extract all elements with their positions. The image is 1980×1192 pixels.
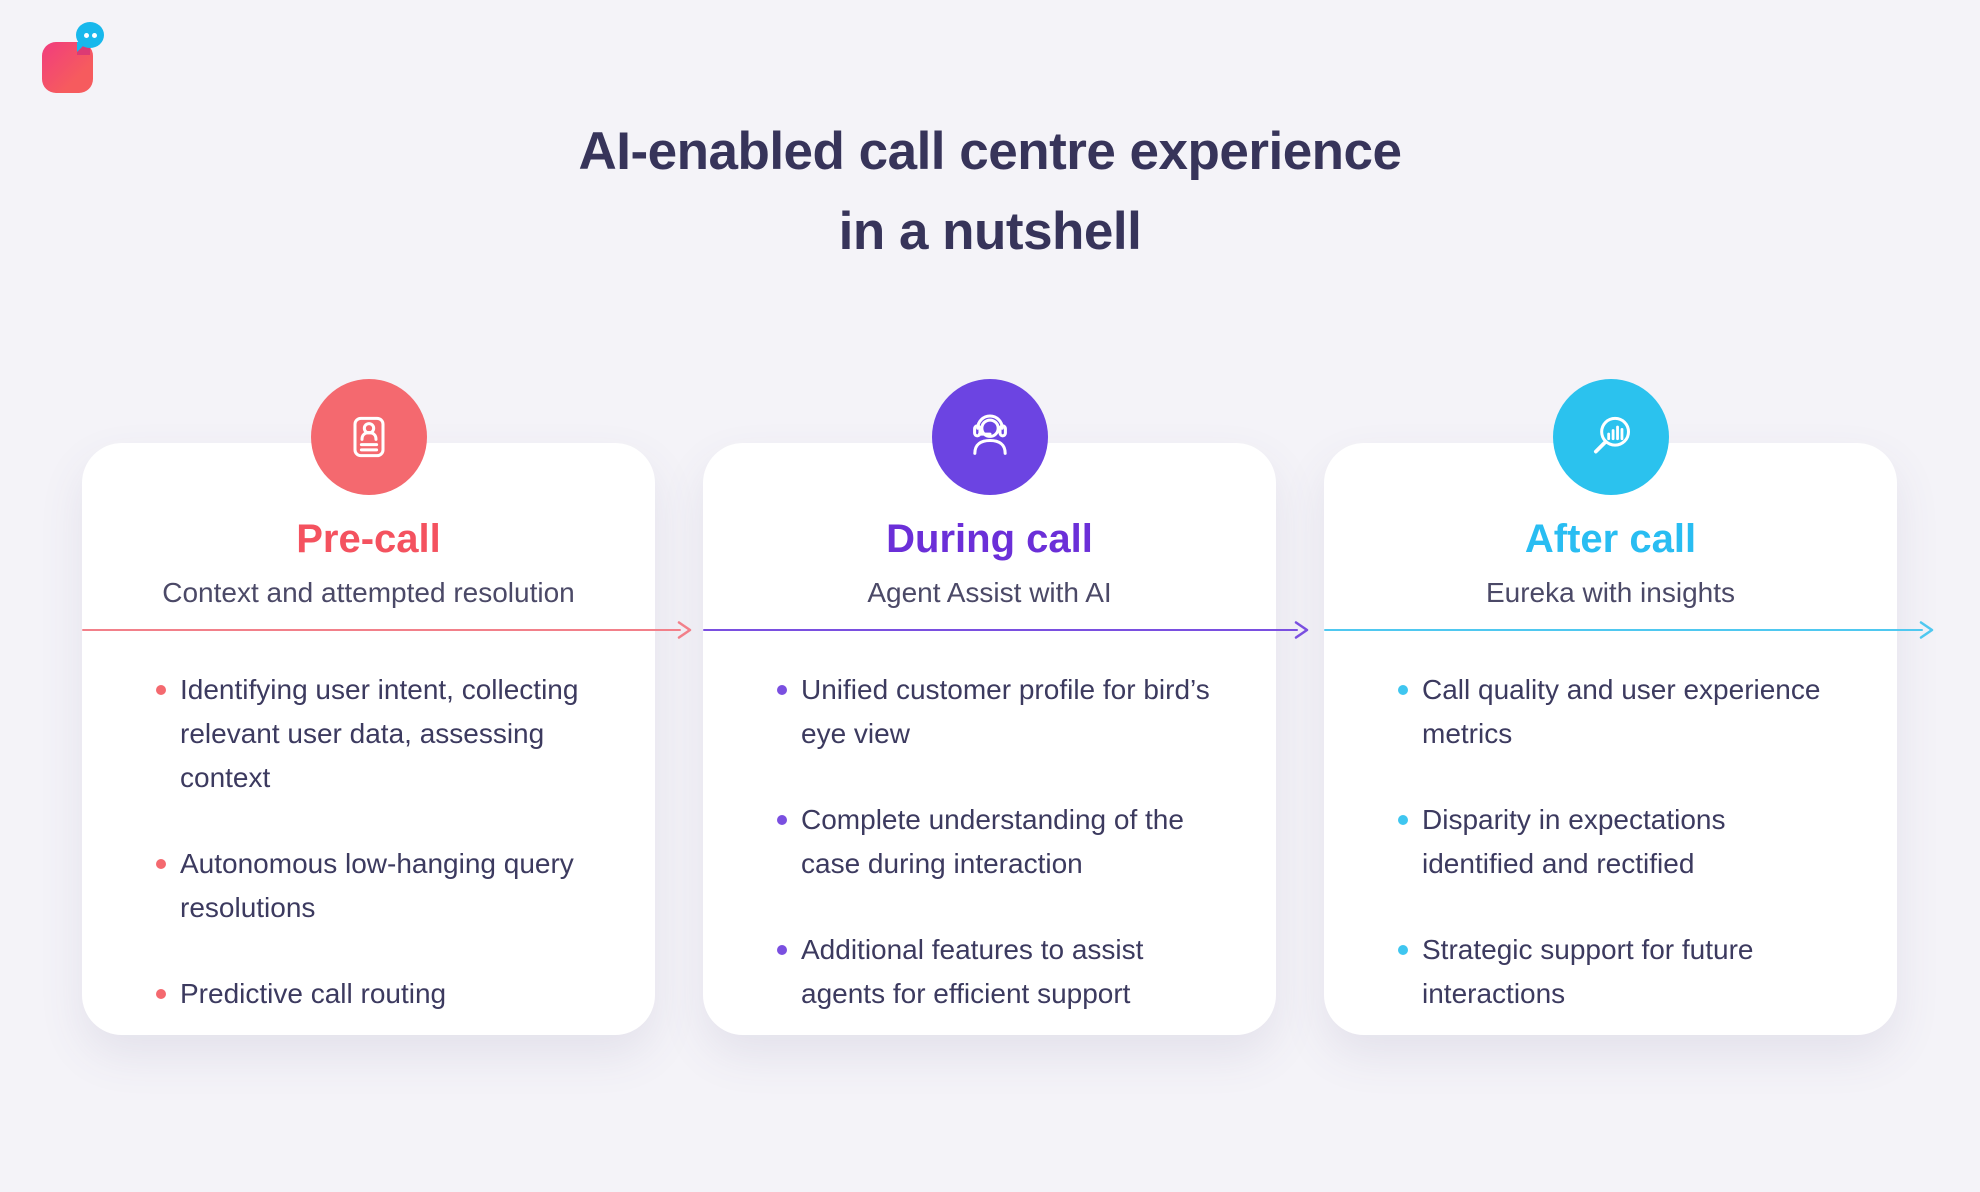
- card-pre-call: Pre-call Context and attempted resolutio…: [82, 379, 655, 1035]
- bullet-item: Predictive call routing: [156, 972, 635, 1016]
- stages-row: Pre-call Context and attempted resolutio…: [82, 379, 1934, 1035]
- bullet-item: Disparity in expectations identified and…: [1398, 798, 1877, 886]
- card-title: During call: [886, 517, 1093, 561]
- bullet-item: Additional features to assist agents for…: [777, 928, 1256, 1016]
- timeline-arrow-during-call: [703, 618, 1311, 642]
- bullet-item: Unified customer profile for bird’s eye …: [777, 668, 1256, 756]
- bullet-item: Strategic support for future interaction…: [1398, 928, 1877, 1016]
- card-title: After call: [1524, 517, 1697, 561]
- card-bullet-list: Identifying user intent, collecting rele…: [82, 668, 655, 1016]
- timeline-arrow-after-call: [1324, 618, 1936, 642]
- card-subtitle: Context and attempted resolution: [162, 577, 575, 608]
- bullet-item: Identifying user intent, collecting rele…: [156, 668, 635, 800]
- bullet-item: Autonomous low-hanging query resolutions: [156, 842, 635, 930]
- card-bullet-list: Unified customer profile for bird’s eye …: [703, 668, 1276, 1016]
- card-after-call: After call Eureka with insights Call qua…: [1324, 379, 1897, 1035]
- chat-app-logo: [40, 22, 112, 96]
- chat-bubble-icon: [76, 22, 104, 52]
- bullet-item: Call quality and user experience metrics: [1398, 668, 1877, 756]
- timeline-arrow-pre-call: [82, 618, 694, 642]
- card-title: Pre-call: [296, 517, 441, 561]
- card-during-call: During call Agent Assist with AI Unified…: [703, 379, 1276, 1035]
- agent-headset-icon: [931, 379, 1048, 495]
- magnifier-chart-icon: [1552, 379, 1669, 495]
- contact-card-icon: [310, 379, 427, 495]
- card-subtitle: Agent Assist with AI: [867, 577, 1112, 608]
- card-bullet-list: Call quality and user experience metrics…: [1324, 668, 1897, 1016]
- card-subtitle: Eureka with insights: [1485, 577, 1735, 608]
- page-title: AI-enabled call centre experience in a n…: [578, 122, 1402, 261]
- bullet-item: Complete understanding of the case durin…: [777, 798, 1256, 886]
